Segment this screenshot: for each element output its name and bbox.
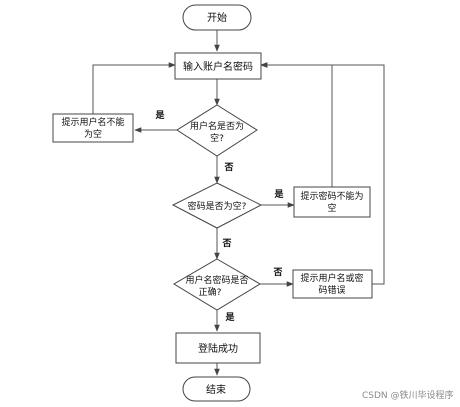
node-input-label: 输入账户名密码 [183,60,253,73]
terminator-shape [182,376,251,402]
node-check-pwd-label: 密码是否为空? [188,200,247,212]
decision-shape [173,258,261,311]
node-check-user-label-line2: 空? [210,132,224,144]
node-success: 登陆成功 [175,332,261,364]
process-shape [292,269,373,299]
node-err-pwd: 提示密码不能为 空 [293,186,371,218]
node-check-user: 用户名是否为 空? [176,104,258,157]
node-err-wrong-label-line2: 码错误 [318,284,345,296]
process-shape [52,113,134,143]
edge-err-user-loop [92,62,176,114]
node-start-label: 开始 [207,11,227,24]
node-err-pwd-label-line1: 提示密码不能为 [300,190,363,202]
node-success-label: 登陆成功 [198,342,238,355]
node-err-user-label-line2: 为空 [84,128,102,140]
node-err-user-label-line1: 提示用户名不能 [61,116,124,128]
decision-shape [176,104,258,157]
edge-label-correct-yes: 是 [224,312,235,323]
edge-label-user-no: 否 [223,162,233,173]
node-check-pwd: 密码是否为空? [171,182,263,229]
edge-label-correct-no: 否 [272,267,282,278]
node-check-correct: 用户名密码是否 正确? [173,258,261,311]
node-err-wrong: 提示用户名或密 码错误 [292,269,373,299]
edge-label-pwd-yes: 是 [273,189,284,200]
edge-labels: 是 否 是 否 否 是 [154,110,284,323]
process-shape [293,186,371,218]
node-input: 输入账户名密码 [174,52,262,80]
terminator-shape [182,4,252,31]
node-check-user-label-line1: 用户名是否为 [190,120,244,132]
node-end-label: 结束 [206,383,226,396]
edge-err-wrong-loop [260,62,385,285]
node-check-correct-label-line2: 正确? [199,286,222,298]
process-shape [175,332,261,364]
node-err-user: 提示用户名不能 为空 [52,113,134,143]
node-err-pwd-label-line2: 空 [327,202,336,214]
process-shape [174,52,262,80]
node-check-correct-label-line1: 用户名密码是否 [185,274,248,286]
node-err-wrong-label-line1: 提示用户名或密 [300,272,363,284]
edge-label-user-yes: 是 [154,110,165,121]
edge-err-pwd-loop [260,62,333,187]
edge-label-pwd-no: 否 [221,238,231,249]
connectors [92,30,385,376]
watermark: CSDN @铁川毕设程序 [362,391,454,401]
node-start: 开始 [182,4,252,31]
decision-shape [171,182,263,229]
node-end: 结束 [182,376,251,402]
